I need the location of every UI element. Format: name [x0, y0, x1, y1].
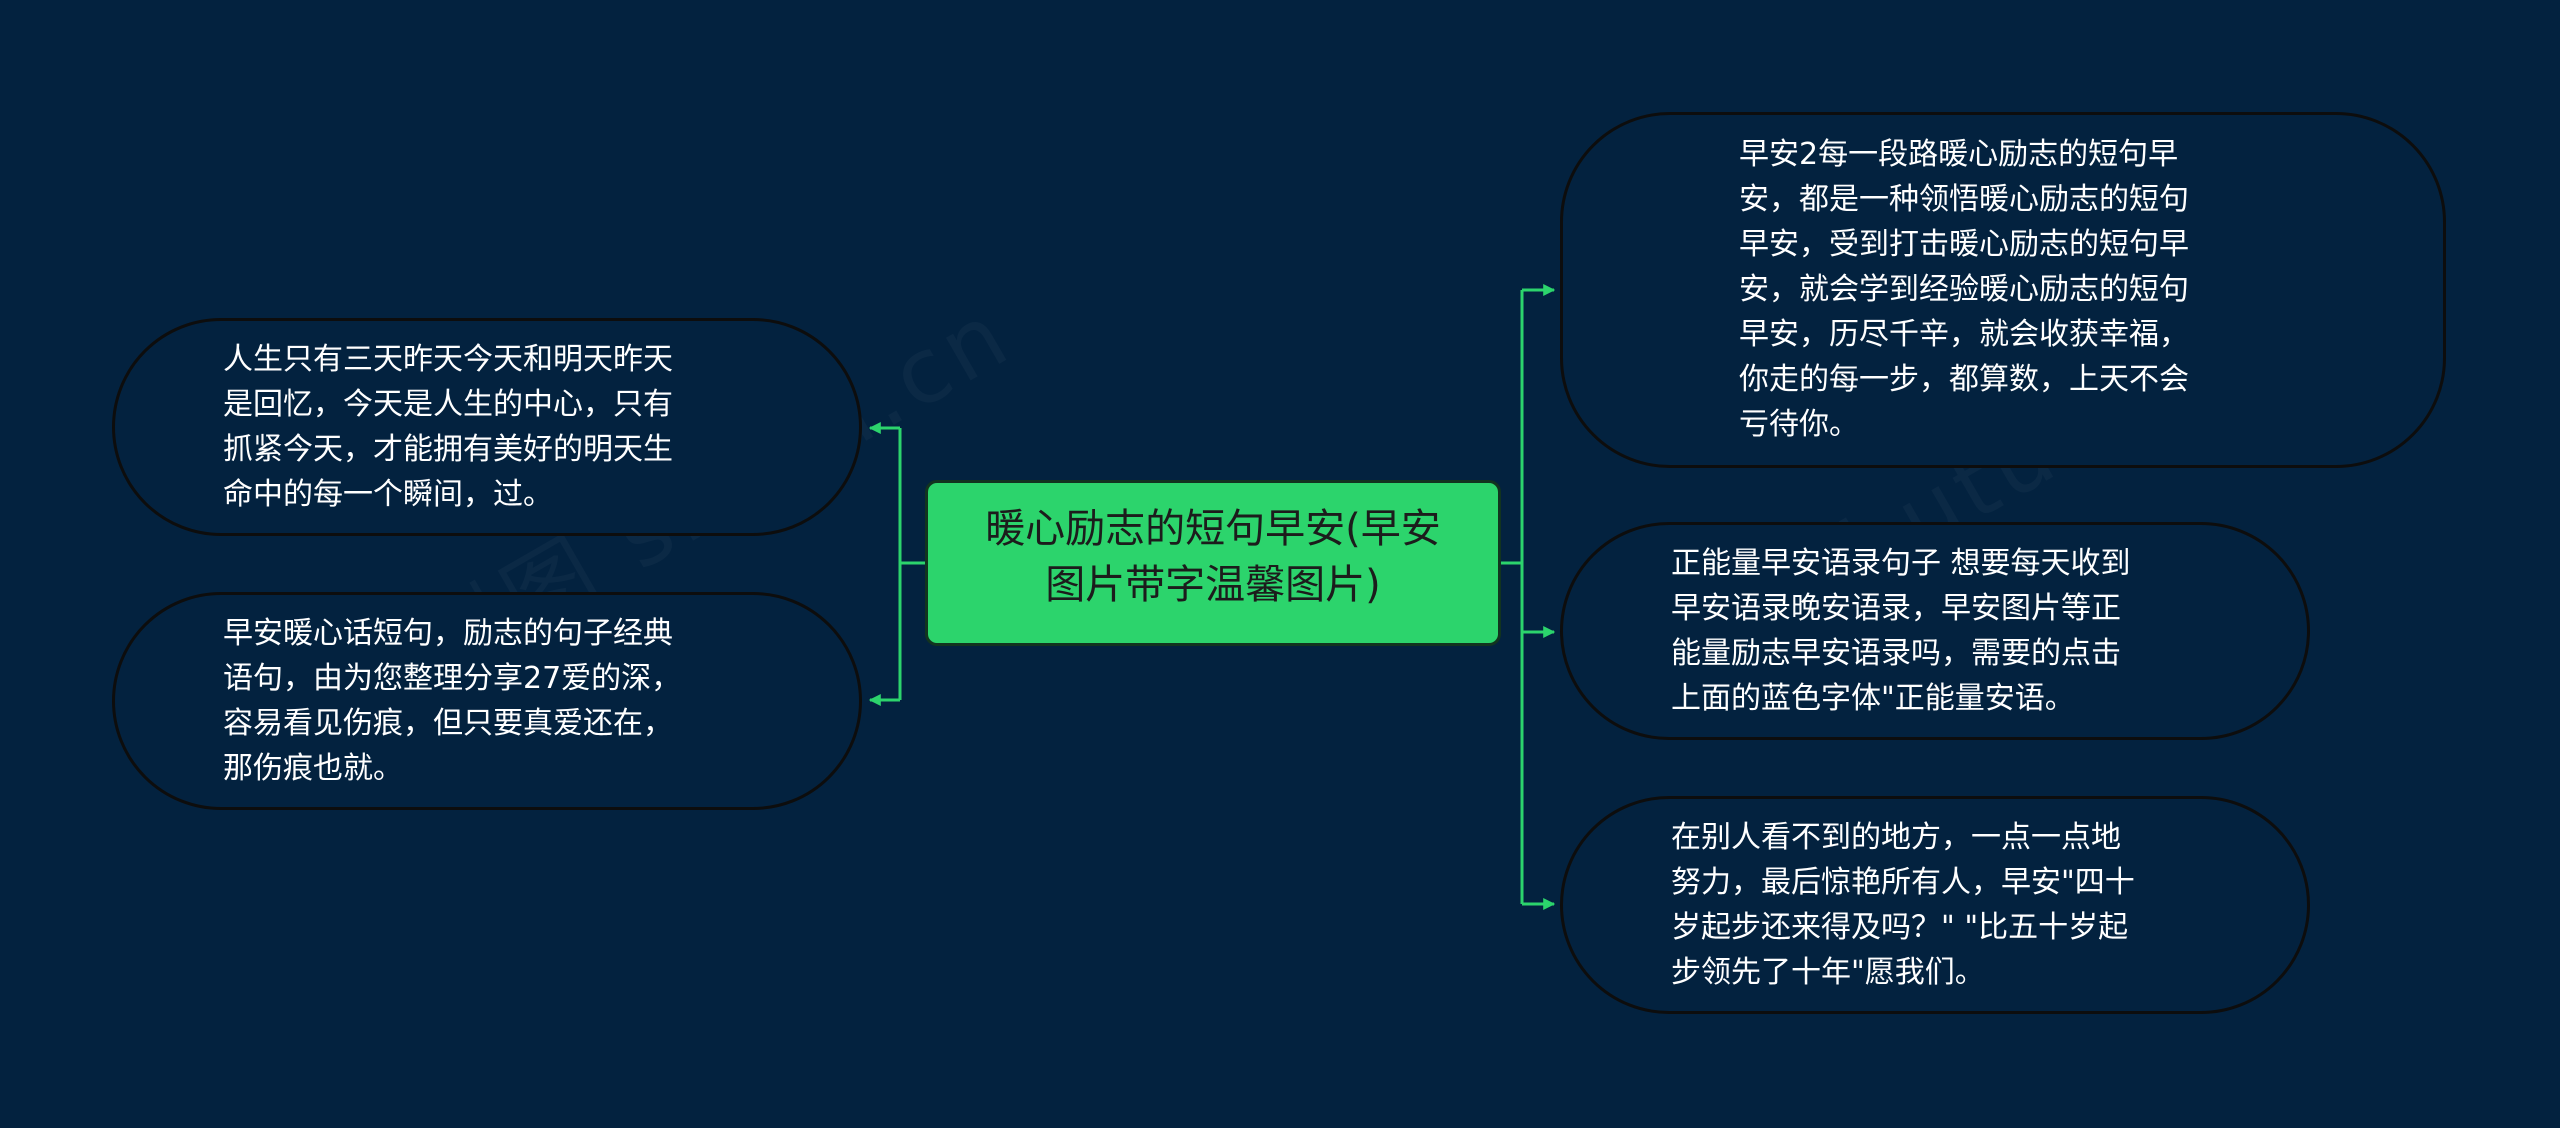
right-node-1-text: 早安2每一段路暖心励志的短句早 安，都是一种领悟暖心励志的短句 早安，受到打击暖…	[1739, 137, 2189, 442]
right-node-2[interactable]: 正能量早安语录句子 想要每天收到 早安语录晚安语录，早安图片等正 能量励志早安语…	[1560, 522, 2310, 740]
right-node-3[interactable]: 在别人看不到的地方，一点一点地 努力，最后惊艳所有人，早安"四十 岁起步还来得及…	[1560, 796, 2310, 1014]
left-node-1-text: 人生只有三天昨天今天和明天昨天 是回忆，今天是人生的中心，只有 抓紧今天，才能拥…	[223, 342, 673, 512]
left-node-2-text: 早安暖心话短句，励志的句子经典 语句，由为您整理分享27爱的深， 容易看见伤痕，…	[223, 616, 682, 786]
right-node-2-text: 正能量早安语录句子 想要每天收到 早安语录晚安语录，早安图片等正 能量励志早安语…	[1671, 546, 2131, 716]
root-topic-label: 暖心励志的短句早安(早安 图片带字温馨图片)	[985, 506, 1441, 608]
left-node-2[interactable]: 早安暖心话短句，励志的句子经典 语句，由为您整理分享27爱的深， 容易看见伤痕，…	[112, 592, 862, 810]
right-node-1[interactable]: 早安2每一段路暖心励志的短句早 安，都是一种领悟暖心励志的短句 早安，受到打击暖…	[1560, 112, 2446, 468]
right-node-3-text: 在别人看不到的地方，一点一点地 努力，最后惊艳所有人，早安"四十 岁起步还来得及…	[1671, 820, 2135, 990]
left-node-1[interactable]: 人生只有三天昨天今天和明天昨天 是回忆，今天是人生的中心，只有 抓紧今天，才能拥…	[112, 318, 862, 536]
root-topic[interactable]: 暖心励志的短句早安(早安 图片带字温馨图片)	[925, 480, 1501, 646]
